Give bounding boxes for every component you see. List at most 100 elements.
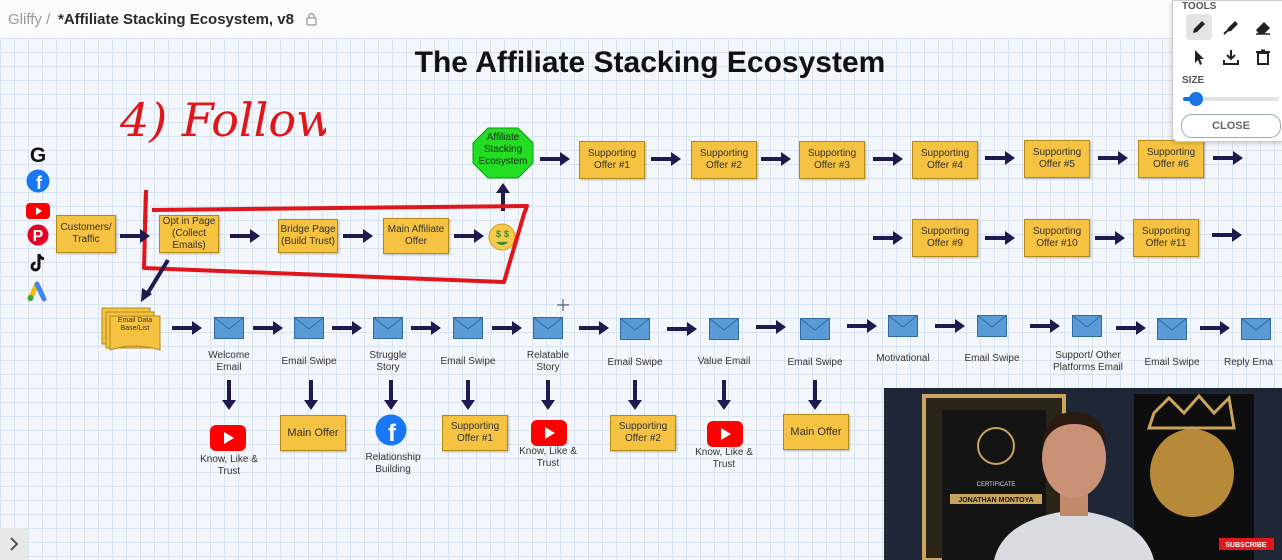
arrow-right — [411, 321, 441, 335]
lock-icon[interactable] — [306, 12, 317, 31]
email-step-label: Support/ Other Platforms Email — [1052, 350, 1123, 373]
outcome-main-offer[interactable]: Main Offer — [280, 415, 346, 451]
supporting-offer-11[interactable]: Supporting Offer #11 — [1133, 219, 1199, 257]
optin-page-box[interactable]: Opt in Page (Collect Emails) — [159, 215, 219, 253]
close-button[interactable]: CLOSE — [1181, 114, 1281, 138]
arrow-right — [540, 152, 570, 166]
outcome-label: Know, Like & Trust — [695, 447, 753, 470]
pencil-icon — [1193, 21, 1205, 33]
main-affiliate-offer-box[interactable]: Main Affiliate Offer — [383, 218, 449, 254]
supporting-offer-1[interactable]: Supporting Offer #1 — [579, 141, 645, 179]
certificate-name-text: JONATHAN MONTOYA — [958, 497, 1033, 504]
arrow-right — [253, 321, 283, 335]
arrow-right — [332, 321, 362, 335]
pinterest-icon: P — [26, 224, 50, 246]
app-name-link[interactable]: Gliffy / — [8, 11, 51, 28]
arrow-right — [230, 229, 260, 243]
email-database-stack[interactable] — [100, 306, 164, 354]
arrow-right — [873, 152, 903, 166]
envelope-icon — [709, 318, 739, 340]
chevron-right-icon — [10, 537, 19, 551]
webcam-scene: CERTIFICATE JONATHAN MONTOYA SUBSCRIBE — [884, 388, 1282, 560]
arrow-right — [1095, 231, 1125, 245]
outcome-label: Relationship Building — [365, 452, 421, 475]
youtube-icon — [531, 420, 567, 446]
youtube-icon — [26, 200, 50, 222]
envelope-icon — [800, 318, 830, 340]
email-step-label: Motivational — [876, 353, 930, 364]
supporting-offer-5[interactable]: Supporting Offer #5 — [1024, 140, 1090, 178]
arrow-down — [628, 380, 642, 410]
arrow-down — [808, 380, 822, 410]
email-step-label: Email Swipe — [964, 353, 1020, 364]
arrow-right — [1098, 151, 1128, 165]
email-step-label: Reply Ema — [1224, 357, 1273, 368]
delete-button[interactable] — [1250, 44, 1276, 70]
arrow-down — [461, 380, 475, 410]
handwritten-annotation: 4) Follow — [119, 93, 326, 147]
svg-text:P: P — [33, 228, 44, 245]
outcome-supporting-offer-2[interactable]: Supporting Offer #2 — [610, 415, 676, 451]
arrow-right — [761, 152, 791, 166]
diagram-canvas[interactable] — [0, 38, 1282, 560]
email-step-label: Email Swipe — [607, 357, 663, 368]
email-step-label: Welcome Email — [208, 350, 250, 373]
envelope-icon — [977, 315, 1007, 337]
ecosystem-octagon[interactable] — [472, 127, 534, 179]
customers-traffic-box[interactable]: Customers/ Traffic — [56, 215, 116, 253]
title-bar: Gliffy / *Affiliate Stacking Ecosystem, … — [0, 0, 1282, 39]
envelope-icon — [453, 317, 483, 339]
cursor-icon — [1195, 50, 1204, 65]
supporting-offer-6[interactable]: Supporting Offer #6 — [1138, 140, 1204, 178]
tools-panel: TOOLS SIZE CLOSE — [1172, 0, 1282, 142]
arrow-right — [1030, 319, 1060, 333]
envelope-icon — [888, 315, 918, 337]
email-step-label: Email Swipe — [281, 356, 337, 367]
highlighter-icon — [1223, 21, 1238, 35]
arrow-down — [717, 380, 731, 410]
arrow-right — [1116, 321, 1146, 335]
arrow-up — [496, 183, 510, 211]
arrow-right — [985, 231, 1015, 245]
envelope-icon — [1241, 318, 1271, 340]
tools-title: TOOLS — [1182, 1, 1217, 12]
arrow-down — [222, 380, 236, 410]
envelope-icon — [533, 317, 563, 339]
supporting-offer-2[interactable]: Supporting Offer #2 — [691, 141, 757, 179]
supporting-offer-9[interactable]: Supporting Offer #9 — [912, 219, 978, 257]
trash-icon — [1256, 49, 1270, 65]
arrow-right — [651, 152, 681, 166]
outcome-main-offer[interactable]: Main Offer — [783, 414, 849, 450]
svg-text:f: f — [388, 420, 397, 446]
eraser-icon — [1256, 22, 1270, 35]
outcome-label: Know, Like & Trust — [519, 446, 577, 469]
download-button[interactable] — [1218, 44, 1244, 70]
select-tool-button[interactable] — [1186, 44, 1212, 70]
email-step-label: Email Swipe — [440, 356, 496, 367]
highlighter-tool-button[interactable] — [1218, 14, 1244, 40]
email-step-label: Struggle Story — [369, 350, 407, 373]
outcome-label: Know, Like & Trust — [200, 454, 258, 477]
diagram-title: The Affiliate Stacking Ecosystem — [414, 46, 886, 79]
pen-tool-button[interactable] — [1186, 14, 1212, 40]
arrow-down — [384, 380, 398, 410]
bridge-page-box[interactable]: Bridge Page (Build Trust) — [278, 219, 338, 253]
envelope-icon — [1072, 315, 1102, 337]
supporting-offer-3[interactable]: Supporting Offer #3 — [799, 141, 865, 179]
supporting-offer-10[interactable]: Supporting Offer #10 — [1024, 219, 1090, 257]
email-database-label: Email Data Base/List — [117, 317, 153, 332]
youtube-icon — [210, 425, 246, 451]
size-slider[interactable] — [1183, 92, 1279, 106]
arrow-right — [343, 229, 373, 243]
supporting-offer-4[interactable]: Supporting Offer #4 — [912, 141, 978, 179]
ecosystem-label: Affiliate Stacking Ecosystem — [478, 132, 528, 167]
size-slider-knob[interactable] — [1189, 92, 1203, 106]
expand-panel-button[interactable] — [0, 528, 28, 560]
document-title[interactable]: *Affiliate Stacking Ecosystem, v8 — [58, 11, 294, 28]
arrow-right — [120, 229, 150, 243]
arrow-right — [454, 229, 484, 243]
outcome-supporting-offer-1[interactable]: Supporting Offer #1 — [442, 415, 508, 451]
arrow-right — [1212, 228, 1242, 242]
eraser-tool-button[interactable] — [1250, 14, 1276, 40]
youtube-icon — [707, 421, 743, 447]
